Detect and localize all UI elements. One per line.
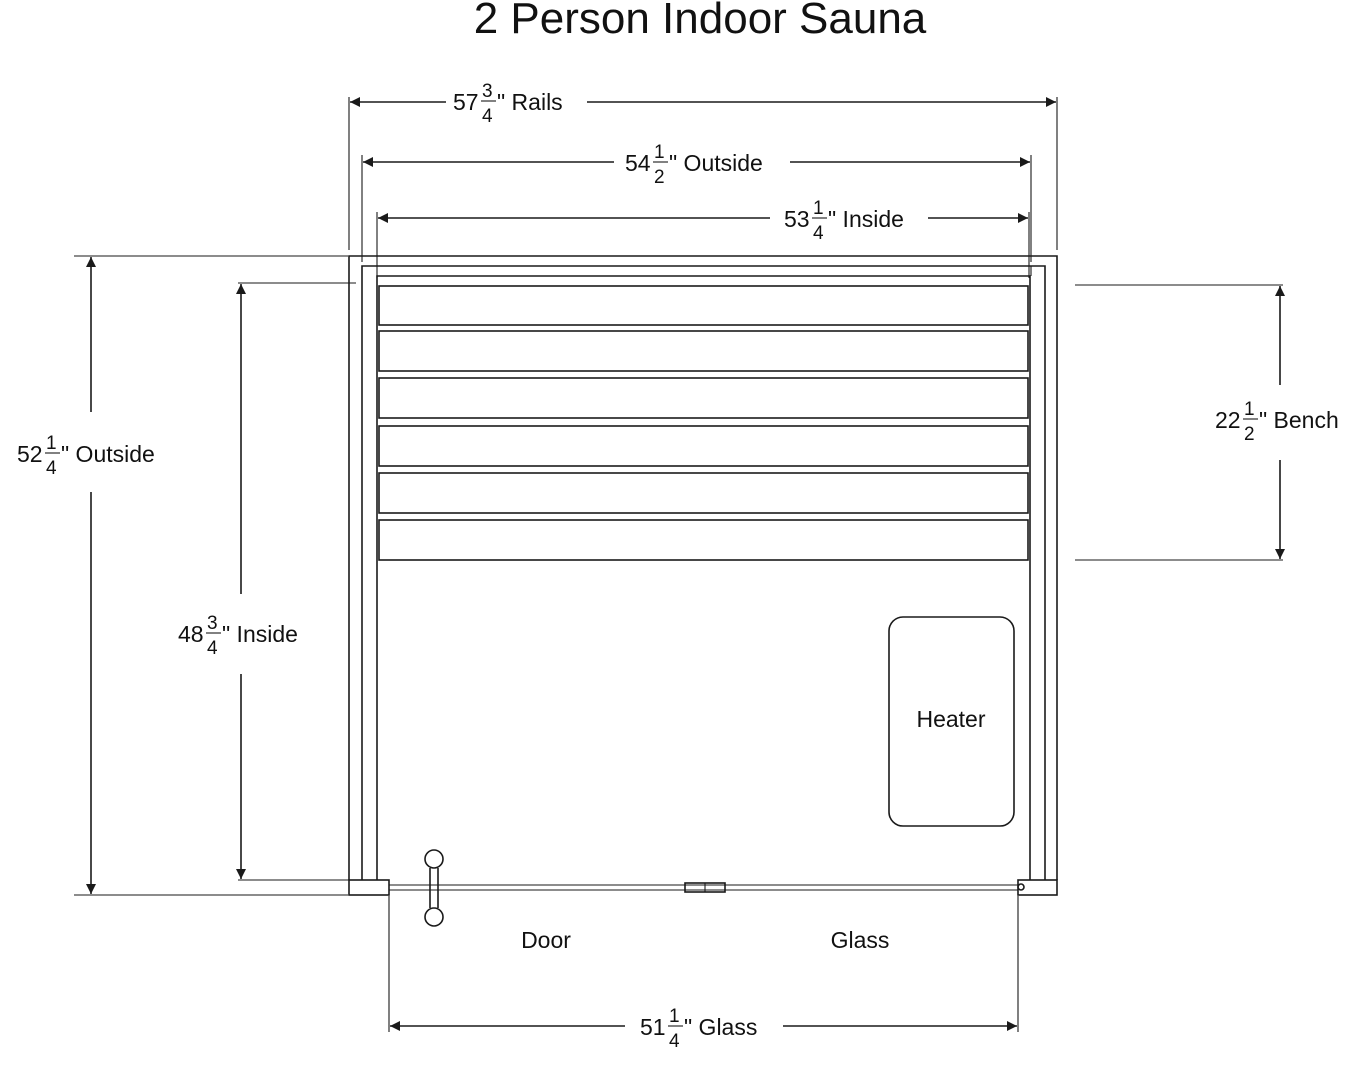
inside-width-label: " Inside xyxy=(828,206,904,232)
inside-depth-numerator: 3 xyxy=(207,613,218,634)
door-label: Door xyxy=(521,927,571,953)
bench-slat xyxy=(378,377,1029,419)
outside-width-denominator: 2 xyxy=(654,167,665,188)
glass-dim-label: " Glass xyxy=(684,1014,757,1040)
heater: Heater xyxy=(888,616,1015,827)
rails-numerator: 3 xyxy=(482,81,493,102)
heater-label: Heater xyxy=(916,706,985,732)
inside-width-whole: 53 xyxy=(784,206,810,232)
rails-whole: 57 xyxy=(453,89,479,115)
outside-depth-dimension: 52 1 4 " Outside xyxy=(17,255,348,896)
glass-numerator: 1 xyxy=(669,1006,680,1027)
rails-label: " Rails xyxy=(497,89,563,115)
left-corner-post xyxy=(348,879,390,896)
inside-width-denominator: 4 xyxy=(813,223,824,244)
glass-whole: 51 xyxy=(640,1014,666,1040)
inside-width-numerator: 1 xyxy=(813,198,824,219)
inside-depth-dimension: 48 3 4 " Inside xyxy=(178,282,356,881)
bench-denominator: 2 xyxy=(1244,424,1255,445)
bench-slat xyxy=(378,425,1029,467)
bench-slat xyxy=(378,285,1029,326)
bench-slat xyxy=(378,519,1029,561)
bench-slat xyxy=(378,330,1029,372)
inside-depth-label: " Inside xyxy=(222,621,298,647)
rails-dimension: 57 3 4 " Rails xyxy=(348,81,1058,250)
outside-depth-whole: 52 xyxy=(17,441,43,467)
inside-width-dimension: 53 1 4 " Inside xyxy=(376,198,1030,278)
bench-label: " Bench xyxy=(1259,407,1339,433)
bench xyxy=(378,285,1029,561)
front-wall: Door Glass xyxy=(348,849,1058,953)
outside-width-dimension: 54 1 2 " Outside xyxy=(361,142,1032,262)
outside-width-numerator: 1 xyxy=(654,142,665,163)
glass-label: Glass xyxy=(831,927,890,953)
door-handle-icon xyxy=(424,849,444,927)
outside-width-label: " Outside xyxy=(669,150,763,176)
outside-width-whole: 54 xyxy=(625,150,651,176)
sauna-walls xyxy=(348,255,1058,880)
bench-whole: 22 xyxy=(1215,407,1241,433)
diagram-title: 2 Person Indoor Sauna xyxy=(474,0,927,43)
bench-slat xyxy=(378,472,1029,514)
bench-numerator: 1 xyxy=(1244,399,1255,420)
rails-denominator: 4 xyxy=(482,106,493,127)
outside-depth-label: " Outside xyxy=(61,441,155,467)
outside-depth-denominator: 4 xyxy=(46,458,57,479)
inside-depth-denominator: 4 xyxy=(207,638,218,659)
bench-dimension: 22 1 2 " Bench xyxy=(1075,284,1339,561)
glass-dimension: 51 1 4 " Glass xyxy=(388,896,1019,1052)
outside-depth-numerator: 1 xyxy=(46,433,57,454)
glass-denominator: 4 xyxy=(669,1031,680,1052)
inside-depth-whole: 48 xyxy=(178,621,204,647)
